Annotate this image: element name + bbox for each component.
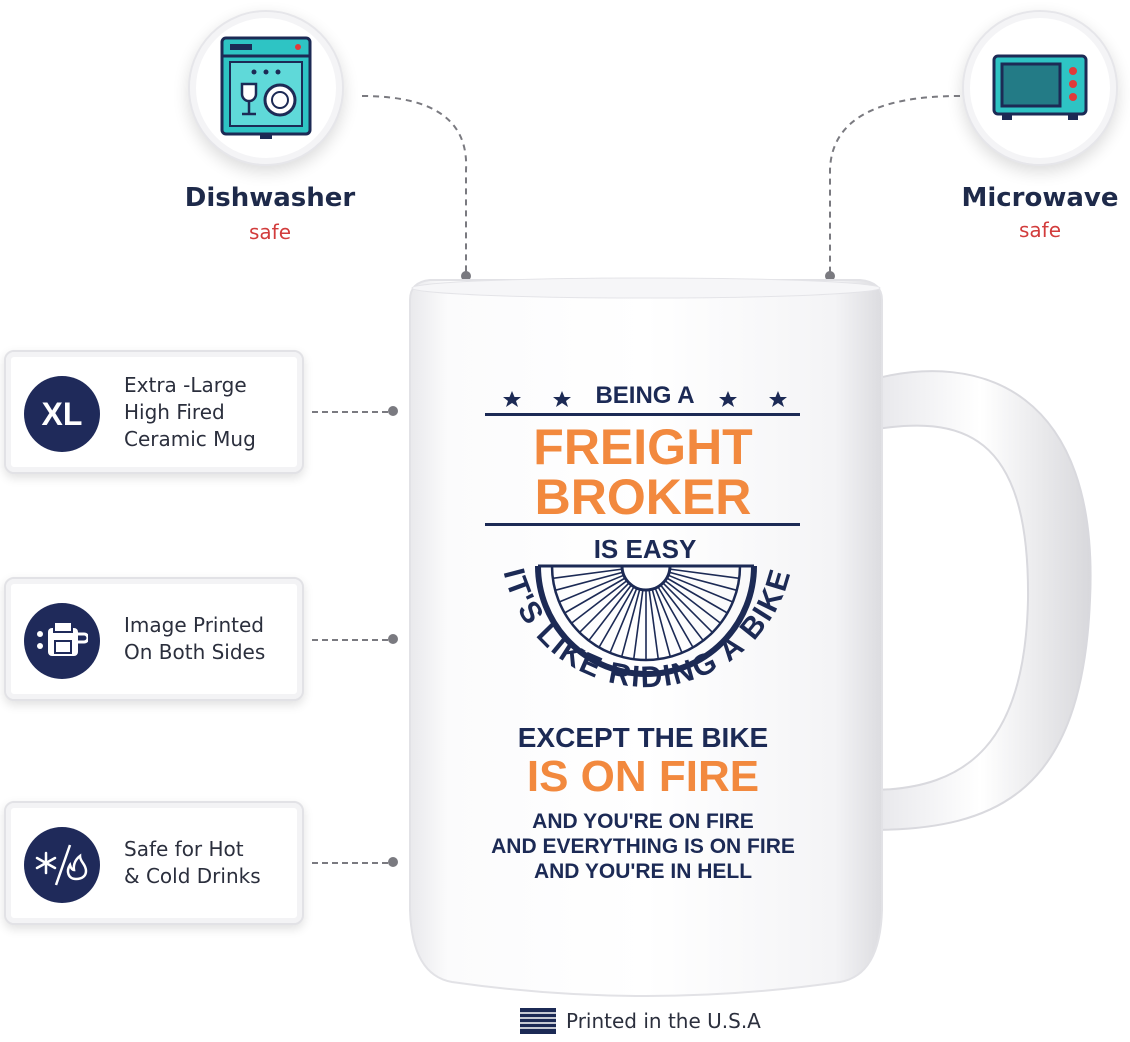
snowflake-fire-icon <box>24 827 100 903</box>
feature-xl-mug: XL Extra -Large High Fired Ceramic Mug <box>4 350 304 474</box>
wheel-spoke <box>570 579 628 624</box>
dishwasher-subtitle: safe <box>248 220 292 244</box>
mug-text-line7: AND YOU'RE ON FIRE <box>532 810 754 833</box>
us-flag-icon <box>520 1008 556 1034</box>
wheel-spoke <box>552 568 623 580</box>
microwave-title: Microwave <box>961 183 1119 213</box>
wheel-spoke <box>669 568 740 580</box>
wheel-spoke <box>666 577 728 614</box>
wheel-spoke <box>564 577 626 614</box>
microwave-badge <box>962 10 1118 166</box>
wheel-spoke <box>588 584 633 642</box>
connector-dot-printed <box>388 634 398 644</box>
wheel-spoke <box>632 589 644 660</box>
wheel-spoke <box>662 582 714 634</box>
wheel-spoke <box>654 587 683 654</box>
mug-text-freight: FREIGHT <box>533 419 753 475</box>
dishwasher-icon <box>220 36 312 139</box>
wheel-spoke <box>659 584 704 642</box>
connector-printed <box>312 639 388 641</box>
wheel-spoke <box>558 574 625 603</box>
connector-dot-xl <box>388 406 398 416</box>
printed-in-usa: Printed in the U.S.A <box>520 1008 761 1034</box>
mug-text-is-easy: IS EASY <box>593 534 697 564</box>
wheel-spoke <box>598 586 635 648</box>
mug-rule-bottom <box>485 523 800 526</box>
connector-dot-hotcold <box>388 857 398 867</box>
printer-icon <box>24 603 100 679</box>
wheel-spoke <box>578 582 630 634</box>
wheel-spoke <box>620 588 641 658</box>
mug-rule-top <box>485 413 800 416</box>
wheel-spoke <box>554 571 624 592</box>
wheel-spoke <box>667 574 734 603</box>
feature-hot-cold: Safe for Hot & Cold Drinks <box>4 801 304 925</box>
xl-icon: XL <box>24 376 100 452</box>
wheel-spoke <box>648 589 660 660</box>
mug-text-broker: BROKER <box>534 469 752 525</box>
mug-text-line9: AND YOU'RE IN HELL <box>533 860 753 883</box>
wheel-spoke <box>609 587 638 654</box>
wheel-spoke <box>651 588 672 658</box>
feature-printed-both-sides: Image Printed On Both Sides <box>4 577 304 701</box>
feature-hotcold-text: Safe for Hot & Cold Drinks <box>124 837 261 888</box>
printed-in-usa-text: Printed in the U.S.A <box>566 1009 761 1033</box>
feature-printed-text: Image Printed On Both Sides <box>124 613 266 664</box>
dishwasher-title: Dishwasher <box>184 183 356 213</box>
feature-xl-text: Extra -Large High Fired Ceramic Mug <box>124 372 256 451</box>
mug-text-on-fire: IS ON FIRE <box>526 752 760 801</box>
mug-text-line8: AND EVERYTHING IS ON FIRE <box>491 835 795 858</box>
wheel-spoke <box>664 579 722 624</box>
connector-xl <box>312 411 388 413</box>
mug-text-being-a: BEING A <box>595 382 695 409</box>
connector-hotcold <box>312 862 388 864</box>
microwave-subtitle: safe <box>1018 218 1062 242</box>
wheel-spoke <box>657 586 694 648</box>
bike-wheel-graphic: IT'S LIKE RIDING A BIKE <box>497 564 796 694</box>
mug-text-except: EXCEPT THE BIKE <box>517 722 769 753</box>
top-connectors <box>361 95 961 281</box>
wheel-spoke <box>668 571 738 592</box>
dishwasher-badge <box>188 10 344 166</box>
mug-stars <box>503 391 787 407</box>
microwave-icon <box>992 54 1088 120</box>
